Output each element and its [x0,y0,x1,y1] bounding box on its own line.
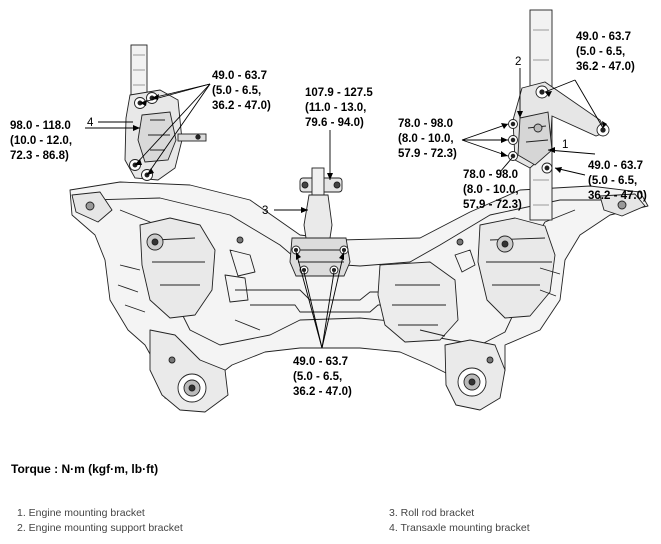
callout-line: 36.2 - 47.0) [212,100,271,112]
legend-item: 2. Engine mounting support bracket [17,522,183,534]
part-number-1: 1 [562,139,568,151]
callout-line: (11.0 - 13.0, [305,102,366,114]
callout-line: 36.2 - 47.0) [293,386,352,398]
callout-line: 107.9 - 127.5 [305,87,373,99]
legend-item: 4. Transaxle mounting bracket [389,522,530,534]
callout-right-top: 49.0 - 63.7 (5.0 - 6.5, 36.2 - 47.0) [576,31,635,73]
callout-line: (5.0 - 6.5, [293,371,342,383]
callout-line: (10.0 - 12.0, [10,135,72,147]
callout-left-top: 49.0 - 63.7 (5.0 - 6.5, 36.2 - 47.0) [212,70,271,112]
callout-line: 72.3 - 86.8) [10,150,69,162]
callout-line: 57.9 - 72.3) [398,148,457,160]
legend-item: 3. Roll rod bracket [389,507,475,519]
subframe-drawing [69,181,649,413]
callout-line: (5.0 - 6.5, [588,175,637,187]
roll-rod-bracket [289,167,351,277]
transaxle-mounting-bracket [124,44,207,181]
callout-line: 49.0 - 63.7 [576,31,631,43]
callout-line: (5.0 - 6.5, [576,46,625,58]
callout-right-lower: 78.0 - 98.0 (8.0 - 10.0, 57.9 - 72.3) [463,169,522,211]
callout-line: (8.0 - 10.0, [398,133,454,145]
callout-line: 98.0 - 118.0 [10,120,71,132]
callout-center-bottom: 49.0 - 63.7 (5.0 - 6.5, 36.2 - 47.0) [293,356,352,398]
callout-center-top: 107.9 - 127.5 (11.0 - 13.0, 79.6 - 94.0) [305,87,373,129]
callout-line: 36.2 - 47.0) [588,190,647,202]
leader-arrowheads [133,91,607,260]
callout-line: (8.0 - 10.0, [463,184,519,196]
part-number-4: 4 [87,117,94,129]
callout-line: 36.2 - 47.0) [576,61,635,73]
callout-left-middle: 98.0 - 118.0 (10.0 - 12.0, 72.3 - 86.8) [10,120,72,162]
callout-right-bottom: 49.0 - 63.7 (5.0 - 6.5, 36.2 - 47.0) [588,160,647,202]
callout-line: 49.0 - 63.7 [212,70,267,82]
part-number-2: 2 [515,56,521,68]
callout-line: 78.0 - 98.0 [398,118,453,130]
callout-line: 49.0 - 63.7 [293,356,348,368]
callout-line: 57.9 - 72.3) [463,199,522,211]
callout-line: (5.0 - 6.5, [212,85,261,97]
callout-line: 49.0 - 63.7 [588,160,643,172]
callout-line: 79.6 - 94.0) [305,117,364,129]
leader-lines [85,68,604,349]
legend-left: 1. Engine mounting bracket 2. Engine mou… [17,506,183,536]
legend-right: 3. Roll rod bracket 4. Transaxle mountin… [389,506,530,536]
callout-line: 78.0 - 98.0 [463,169,518,181]
legend-item: 1. Engine mounting bracket [17,507,145,519]
part-number-3: 3 [262,205,268,217]
engine-mounting-bracket [508,9,610,221]
torque-units-label: Torque : N·m (kgf·m, lb·ft) [11,462,159,476]
callout-right-upper: 78.0 - 98.0 (8.0 - 10.0, 57.9 - 72.3) [398,118,457,160]
